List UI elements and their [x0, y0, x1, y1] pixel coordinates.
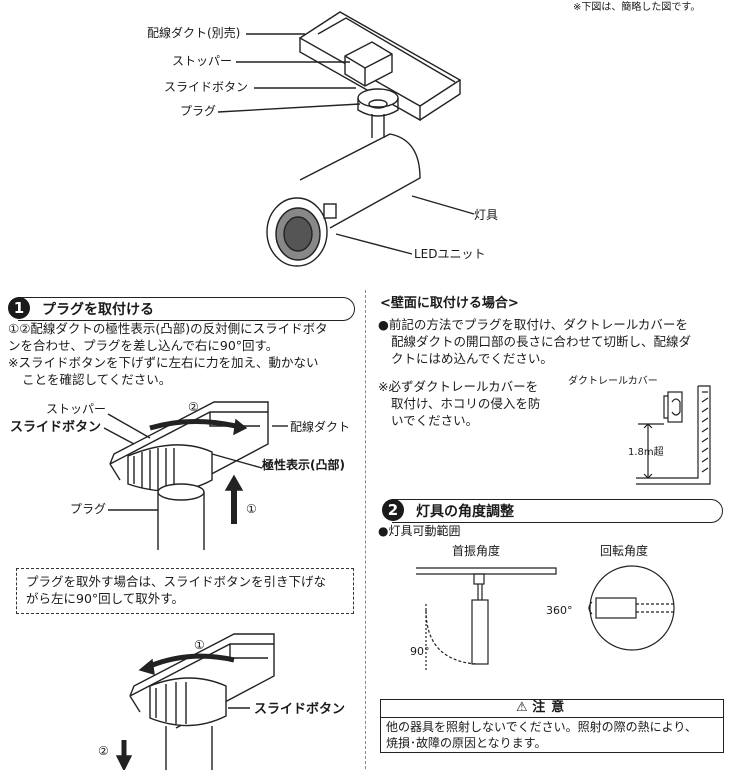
led-unit-label: LEDユニット: [414, 247, 486, 261]
simplified-figure-note: ※下図は、簡略した図です。: [573, 2, 701, 13]
rotate-angle-label: 回転角度: [600, 544, 649, 558]
diagram-duct-label: 配線ダクト: [290, 420, 351, 434]
section1-title: プラグを取付ける: [42, 302, 154, 318]
diagram-step2-label: ②: [188, 400, 199, 414]
plug-remove-diagram: [115, 633, 275, 770]
rotate-degree: 360°: [546, 604, 573, 617]
section1-header: [18, 297, 355, 321]
column-divider: [365, 290, 366, 769]
wall-mount-diagram: [636, 385, 711, 485]
caution-title-bar: [380, 699, 723, 718]
wall-mount-heading: <壁面に取付ける場合>: [380, 296, 519, 311]
dust-cover-note: ※必ずダクトレールカバーを 取付け、ホコリの侵入を防 いでください。: [378, 379, 541, 428]
diagram-plug-label: プラグ: [70, 502, 107, 516]
plug-label: プラグ: [180, 104, 217, 118]
caution-title-row: ⚠ 注意: [516, 700, 571, 715]
remove-slide-button-label: スライドボタン: [254, 702, 346, 717]
duct-label: 配線ダクト(別売): [147, 26, 241, 40]
height-label: 1.8m超: [628, 447, 664, 458]
section1-instructions: ①②配線ダクトの極性表示(凸部)の反対側にスライドボタ ンを合わせ、プラグを差し…: [8, 321, 328, 387]
remove-step2-label: ②: [98, 744, 109, 758]
remove-step1-label: ①: [194, 638, 205, 652]
diagram-polarity-label: 極性表示(凸部): [262, 458, 345, 472]
wall-mount-instructions: ●前記の方法でプラグを取付け、ダクトレールカバーを 配線ダクトの開口部の長さに合…: [378, 317, 692, 366]
plug-install-diagram: [103, 401, 288, 550]
section2-number: 2: [382, 499, 404, 521]
tilt-angle-diagram: [416, 567, 557, 670]
section1-number: 1: [8, 297, 30, 319]
rotate-angle-diagram: [588, 565, 675, 651]
slide-button-label: スライドボタン: [164, 80, 249, 94]
stopper-label: ストッパー: [172, 54, 233, 68]
fixture-label: 灯具: [474, 208, 499, 222]
warning-triangle-icon: ⚠: [516, 700, 528, 715]
caution-box: [380, 699, 724, 753]
fixture-overview-diagram: [217, 11, 475, 267]
remove-instructions: プラグを取外す場合は、スライドボタンを引き下げな がら左に90°回して取外す。: [26, 574, 327, 606]
caution-text: 他の器具を照射しないでください。照射の際の熱により、 焼損･故障の原因となります…: [386, 720, 697, 750]
tilt-angle-label: 首振角度: [452, 544, 501, 558]
diagram-stopper-label: ストッパー: [46, 402, 107, 416]
section2-title: 灯具の角度調整: [416, 504, 514, 520]
section2-header: [392, 499, 723, 523]
diagram-slide-button-label: スライドボタン: [10, 420, 102, 435]
diagram-step1-label: ①: [246, 502, 257, 516]
tilt-degree: 90°: [410, 645, 430, 658]
duct-rail-cover-label: ダクトレールカバー: [568, 376, 658, 387]
movable-range-label: ●灯具可動範囲: [378, 524, 461, 538]
remove-instructions-box: [16, 568, 354, 614]
